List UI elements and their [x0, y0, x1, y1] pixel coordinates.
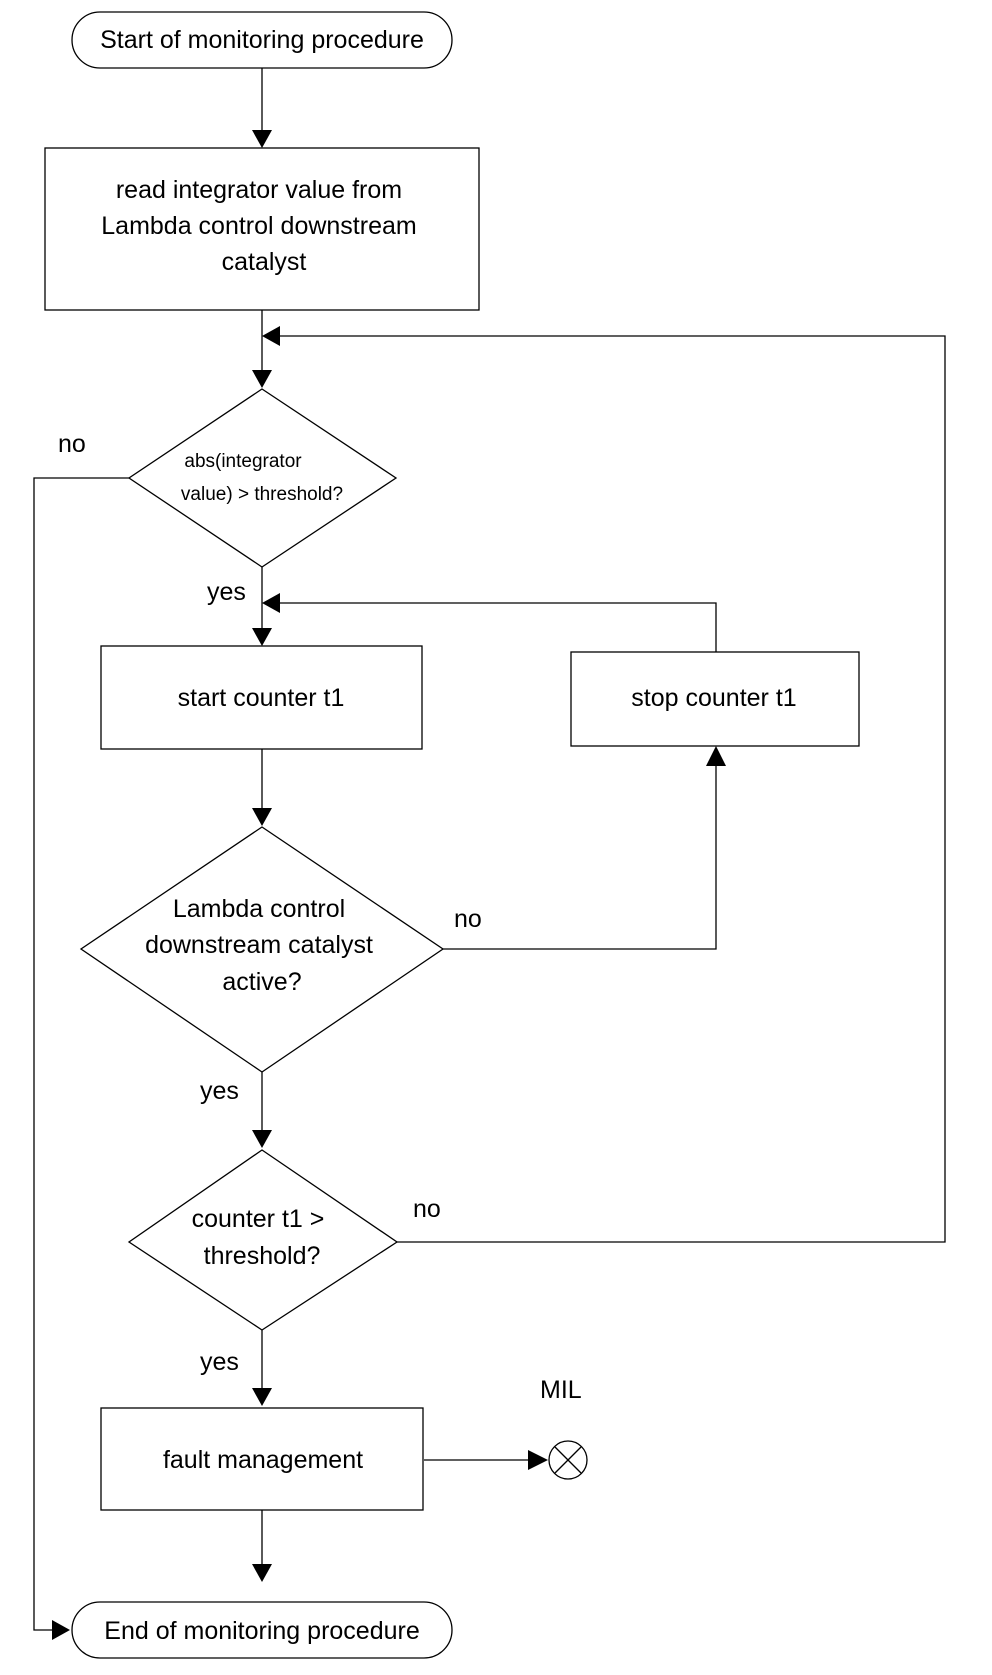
- counter-decision-line-2: threshold?: [204, 1242, 321, 1270]
- read-integrator-line-2: Lambda control downstream: [101, 212, 416, 240]
- arrowhead: [252, 628, 272, 646]
- lambda-decision-line-1: Lambda control: [173, 895, 345, 923]
- stop-counter-label: stop counter t1: [631, 684, 796, 712]
- edge-integrator-no: [33, 477, 129, 1631]
- arrowhead: [252, 130, 272, 148]
- fault-management-label: fault management: [163, 1446, 363, 1474]
- integrator-decision-line-2: value) > threshold?: [181, 484, 343, 505]
- read-integrator-process: read integrator value from Lambda contro…: [44, 147, 480, 311]
- mil-label: MIL: [540, 1376, 582, 1404]
- mil-lamp-icon: [548, 1440, 588, 1480]
- fault-management-process: fault management: [100, 1407, 424, 1511]
- end-label: End of monitoring procedure: [104, 1617, 419, 1645]
- arrowhead: [252, 808, 272, 826]
- arrowhead: [252, 1388, 272, 1406]
- counter-yes-label: yes: [200, 1348, 239, 1376]
- arrowhead: [252, 370, 272, 388]
- integrator-decision-line-1: abs(integrator: [184, 451, 302, 472]
- lambda-yes-label: yes: [200, 1077, 239, 1105]
- counter-no-label: no: [413, 1195, 441, 1223]
- start-terminator: Start of monitoring procedure: [71, 11, 453, 69]
- lambda-control-active-decision: Lambda control downstream catalyst activ…: [79, 826, 445, 1073]
- counter-decision-line-1: counter t1 >: [192, 1205, 325, 1233]
- lambda-decision-line-3: active?: [222, 968, 301, 996]
- integrator-threshold-decision: abs(integrator value) > threshold?: [127, 388, 398, 568]
- start-counter-process: start counter t1: [100, 645, 423, 750]
- lambda-no-label: no: [454, 905, 482, 933]
- start-label: Start of monitoring procedure: [100, 26, 424, 54]
- stop-counter-process: stop counter t1: [570, 651, 860, 747]
- lambda-decision-line-2: downstream catalyst: [145, 931, 373, 959]
- edge-stop-return: [278, 602, 717, 652]
- arrowhead: [262, 593, 280, 613]
- integrator-no-label: no: [58, 430, 86, 458]
- end-terminator: End of monitoring procedure: [71, 1601, 453, 1659]
- read-integrator-line-3: catalyst: [222, 248, 307, 276]
- connectors: [33, 68, 946, 1640]
- arrowhead: [262, 326, 280, 346]
- counter-threshold-decision: counter t1 > threshold?: [127, 1149, 399, 1331]
- integrator-yes-label: yes: [207, 578, 246, 606]
- read-integrator-line-1: read integrator value from: [116, 176, 402, 204]
- arrowhead: [252, 1130, 272, 1148]
- arrowhead: [252, 1564, 272, 1582]
- edge-counter-no-loop: [278, 335, 946, 1243]
- start-counter-label: start counter t1: [178, 684, 345, 712]
- edge-lambda-no: [443, 764, 717, 950]
- arrowhead: [52, 1620, 70, 1640]
- arrowhead: [528, 1450, 548, 1470]
- arrowhead: [706, 746, 726, 766]
